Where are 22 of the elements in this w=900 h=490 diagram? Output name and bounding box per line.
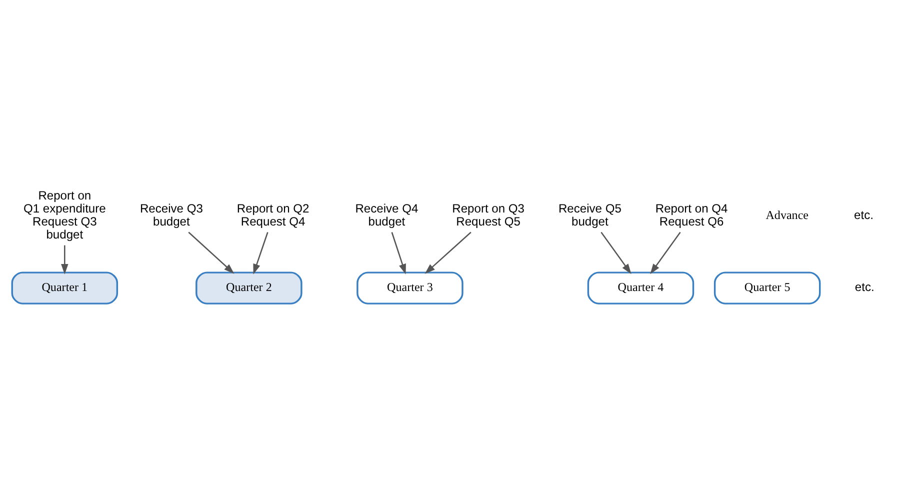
node-box: Quarter 5 bbox=[714, 272, 821, 304]
node-text: Receive Q3 budget bbox=[140, 201, 203, 228]
arrow bbox=[650, 232, 681, 274]
label: etc. bbox=[854, 208, 874, 222]
node-text: Report on Q1 expenditure Request Q3 budget bbox=[23, 188, 106, 242]
label: Advance bbox=[766, 208, 809, 222]
node-box: Quarter 1 bbox=[11, 272, 118, 304]
arrow bbox=[253, 232, 268, 274]
label: etc. bbox=[854, 280, 874, 294]
node-box: Quarter 4 bbox=[587, 272, 694, 304]
arrow bbox=[600, 232, 632, 274]
node-text: Report on Q2 Request Q4 bbox=[236, 201, 310, 228]
node-box: Quarter 2 bbox=[196, 272, 302, 304]
arrow bbox=[61, 245, 68, 274]
arrow bbox=[188, 232, 234, 274]
arrow bbox=[424, 232, 472, 274]
node-text: Report on Q3 Request Q5 bbox=[452, 201, 524, 228]
node-box: Quarter 3 bbox=[356, 272, 464, 304]
arrow bbox=[391, 232, 406, 274]
node-text: Report on Q4 Request Q6 bbox=[655, 201, 728, 228]
node-text: Receive Q4 budget bbox=[355, 201, 418, 228]
node-text: Receive Q5 budget bbox=[558, 201, 622, 228]
